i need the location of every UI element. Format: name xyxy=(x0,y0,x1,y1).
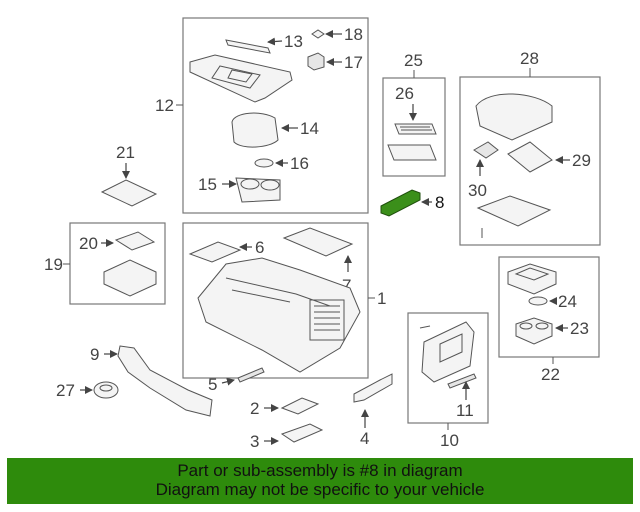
part-17[interactable] xyxy=(307,52,342,71)
part-5[interactable] xyxy=(221,367,265,386)
callout-16[interactable]: 16 xyxy=(290,154,309,173)
part-11[interactable] xyxy=(447,373,477,400)
callout-20[interactable]: 20 xyxy=(79,234,98,253)
callout-1[interactable]: 1 xyxy=(377,289,386,308)
callout-23[interactable]: 23 xyxy=(570,319,589,338)
callout-18[interactable]: 18 xyxy=(344,25,363,44)
part-15[interactable] xyxy=(222,177,281,203)
part-30[interactable] xyxy=(473,141,499,176)
part-8-highlighted[interactable] xyxy=(380,189,432,217)
callout-28[interactable]: 28 xyxy=(520,49,539,68)
callout-13[interactable]: 13 xyxy=(284,32,303,51)
callout-9[interactable]: 9 xyxy=(90,345,99,364)
group-box-28 xyxy=(459,68,601,246)
banner-line-1: Part or sub-assembly is #8 in diagram xyxy=(177,461,463,480)
part-22-bin[interactable] xyxy=(507,263,557,295)
callout-7[interactable]: 7 xyxy=(342,276,351,295)
part-10-panel[interactable] xyxy=(419,321,475,383)
group-box-12 xyxy=(176,17,369,214)
part-28-bracket xyxy=(476,195,552,238)
callout-8[interactable]: 8 xyxy=(435,193,444,212)
callout-10[interactable]: 10 xyxy=(440,431,459,450)
part-14[interactable] xyxy=(231,112,298,148)
part-27[interactable] xyxy=(80,381,119,399)
callout-29[interactable]: 29 xyxy=(572,151,591,170)
part-2[interactable] xyxy=(264,397,320,415)
group-box-1 xyxy=(182,222,375,379)
part-23[interactable] xyxy=(515,317,568,345)
part-1-console[interactable] xyxy=(197,257,361,373)
group-box-19 xyxy=(63,222,166,305)
part-25-tray[interactable] xyxy=(387,144,437,161)
part-4[interactable] xyxy=(353,373,393,428)
group-box-10 xyxy=(407,312,489,430)
callout-19[interactable]: 19 xyxy=(44,255,63,274)
part-6[interactable] xyxy=(188,241,252,263)
callout-22[interactable]: 22 xyxy=(541,365,560,384)
callout-24[interactable]: 24 xyxy=(558,292,577,311)
part-3[interactable] xyxy=(264,423,324,445)
part-29[interactable] xyxy=(507,141,570,173)
callout-5[interactable]: 5 xyxy=(208,375,217,394)
banner-line-2: Diagram may not be specific to your vehi… xyxy=(155,480,485,499)
info-banner: Part or sub-assembly is #8 in diagram Di… xyxy=(7,458,633,504)
callout-2[interactable]: 2 xyxy=(250,399,259,418)
callout-6[interactable]: 6 xyxy=(255,238,264,257)
callout-3[interactable]: 3 xyxy=(250,432,259,451)
part-26[interactable] xyxy=(394,104,437,135)
callout-26[interactable]: 26 xyxy=(395,84,414,103)
callout-15[interactable]: 15 xyxy=(198,175,217,194)
callout-27[interactable]: 27 xyxy=(56,381,75,400)
part-18[interactable] xyxy=(311,29,342,39)
group-box-25 xyxy=(382,70,446,177)
upper-console-panel xyxy=(189,54,293,103)
part-28-lid[interactable] xyxy=(475,93,553,141)
callout-30[interactable]: 30 xyxy=(468,181,487,200)
part-9[interactable] xyxy=(104,345,213,417)
part-7[interactable] xyxy=(282,227,354,272)
part-21[interactable] xyxy=(100,163,158,207)
callout-14[interactable]: 14 xyxy=(300,119,319,138)
part-24[interactable] xyxy=(528,296,557,306)
callout-11[interactable]: 11 xyxy=(456,401,474,420)
part-20[interactable] xyxy=(101,231,156,251)
part-16[interactable] xyxy=(254,158,288,168)
callout-12[interactable]: 12 xyxy=(155,96,174,115)
part-13[interactable] xyxy=(225,37,283,54)
callout-4[interactable]: 4 xyxy=(360,429,369,448)
part-19-tray[interactable] xyxy=(103,259,157,297)
callout-25[interactable]: 25 xyxy=(404,51,423,70)
callout-21[interactable]: 21 xyxy=(116,143,135,162)
group-box-22 xyxy=(498,256,600,364)
callout-17[interactable]: 17 xyxy=(344,53,363,72)
